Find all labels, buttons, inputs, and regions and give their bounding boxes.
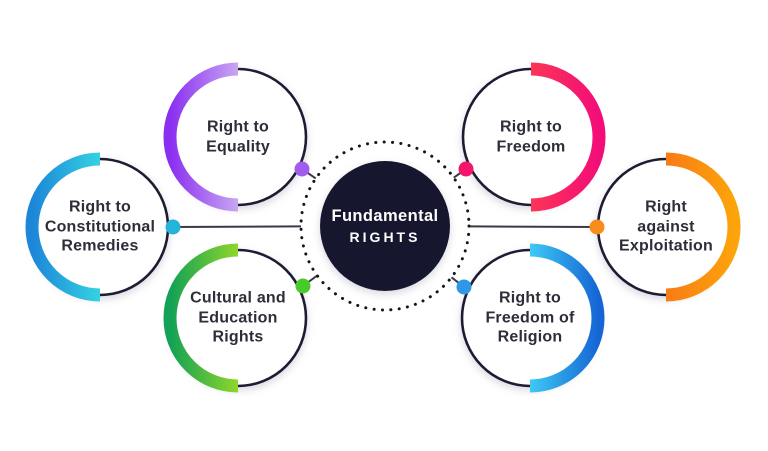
exploitation-arc xyxy=(665,152,741,302)
equality-connector-dot xyxy=(294,161,310,177)
freedom-arc xyxy=(530,62,606,212)
constitutional-connector-dot xyxy=(165,219,181,235)
freedom-connector-dot xyxy=(458,161,474,177)
equality-arc xyxy=(163,62,239,212)
constitutional-arc xyxy=(25,152,101,302)
religion-connector-dot xyxy=(456,279,472,295)
hub-circle xyxy=(320,161,450,291)
religion-arc xyxy=(529,243,605,393)
exploitation-connector-line xyxy=(468,225,598,228)
constitutional-connector-line xyxy=(172,225,302,228)
cultural-connector-dot xyxy=(295,278,311,294)
exploitation-connector-dot xyxy=(589,219,605,235)
cultural-arc xyxy=(163,243,239,393)
